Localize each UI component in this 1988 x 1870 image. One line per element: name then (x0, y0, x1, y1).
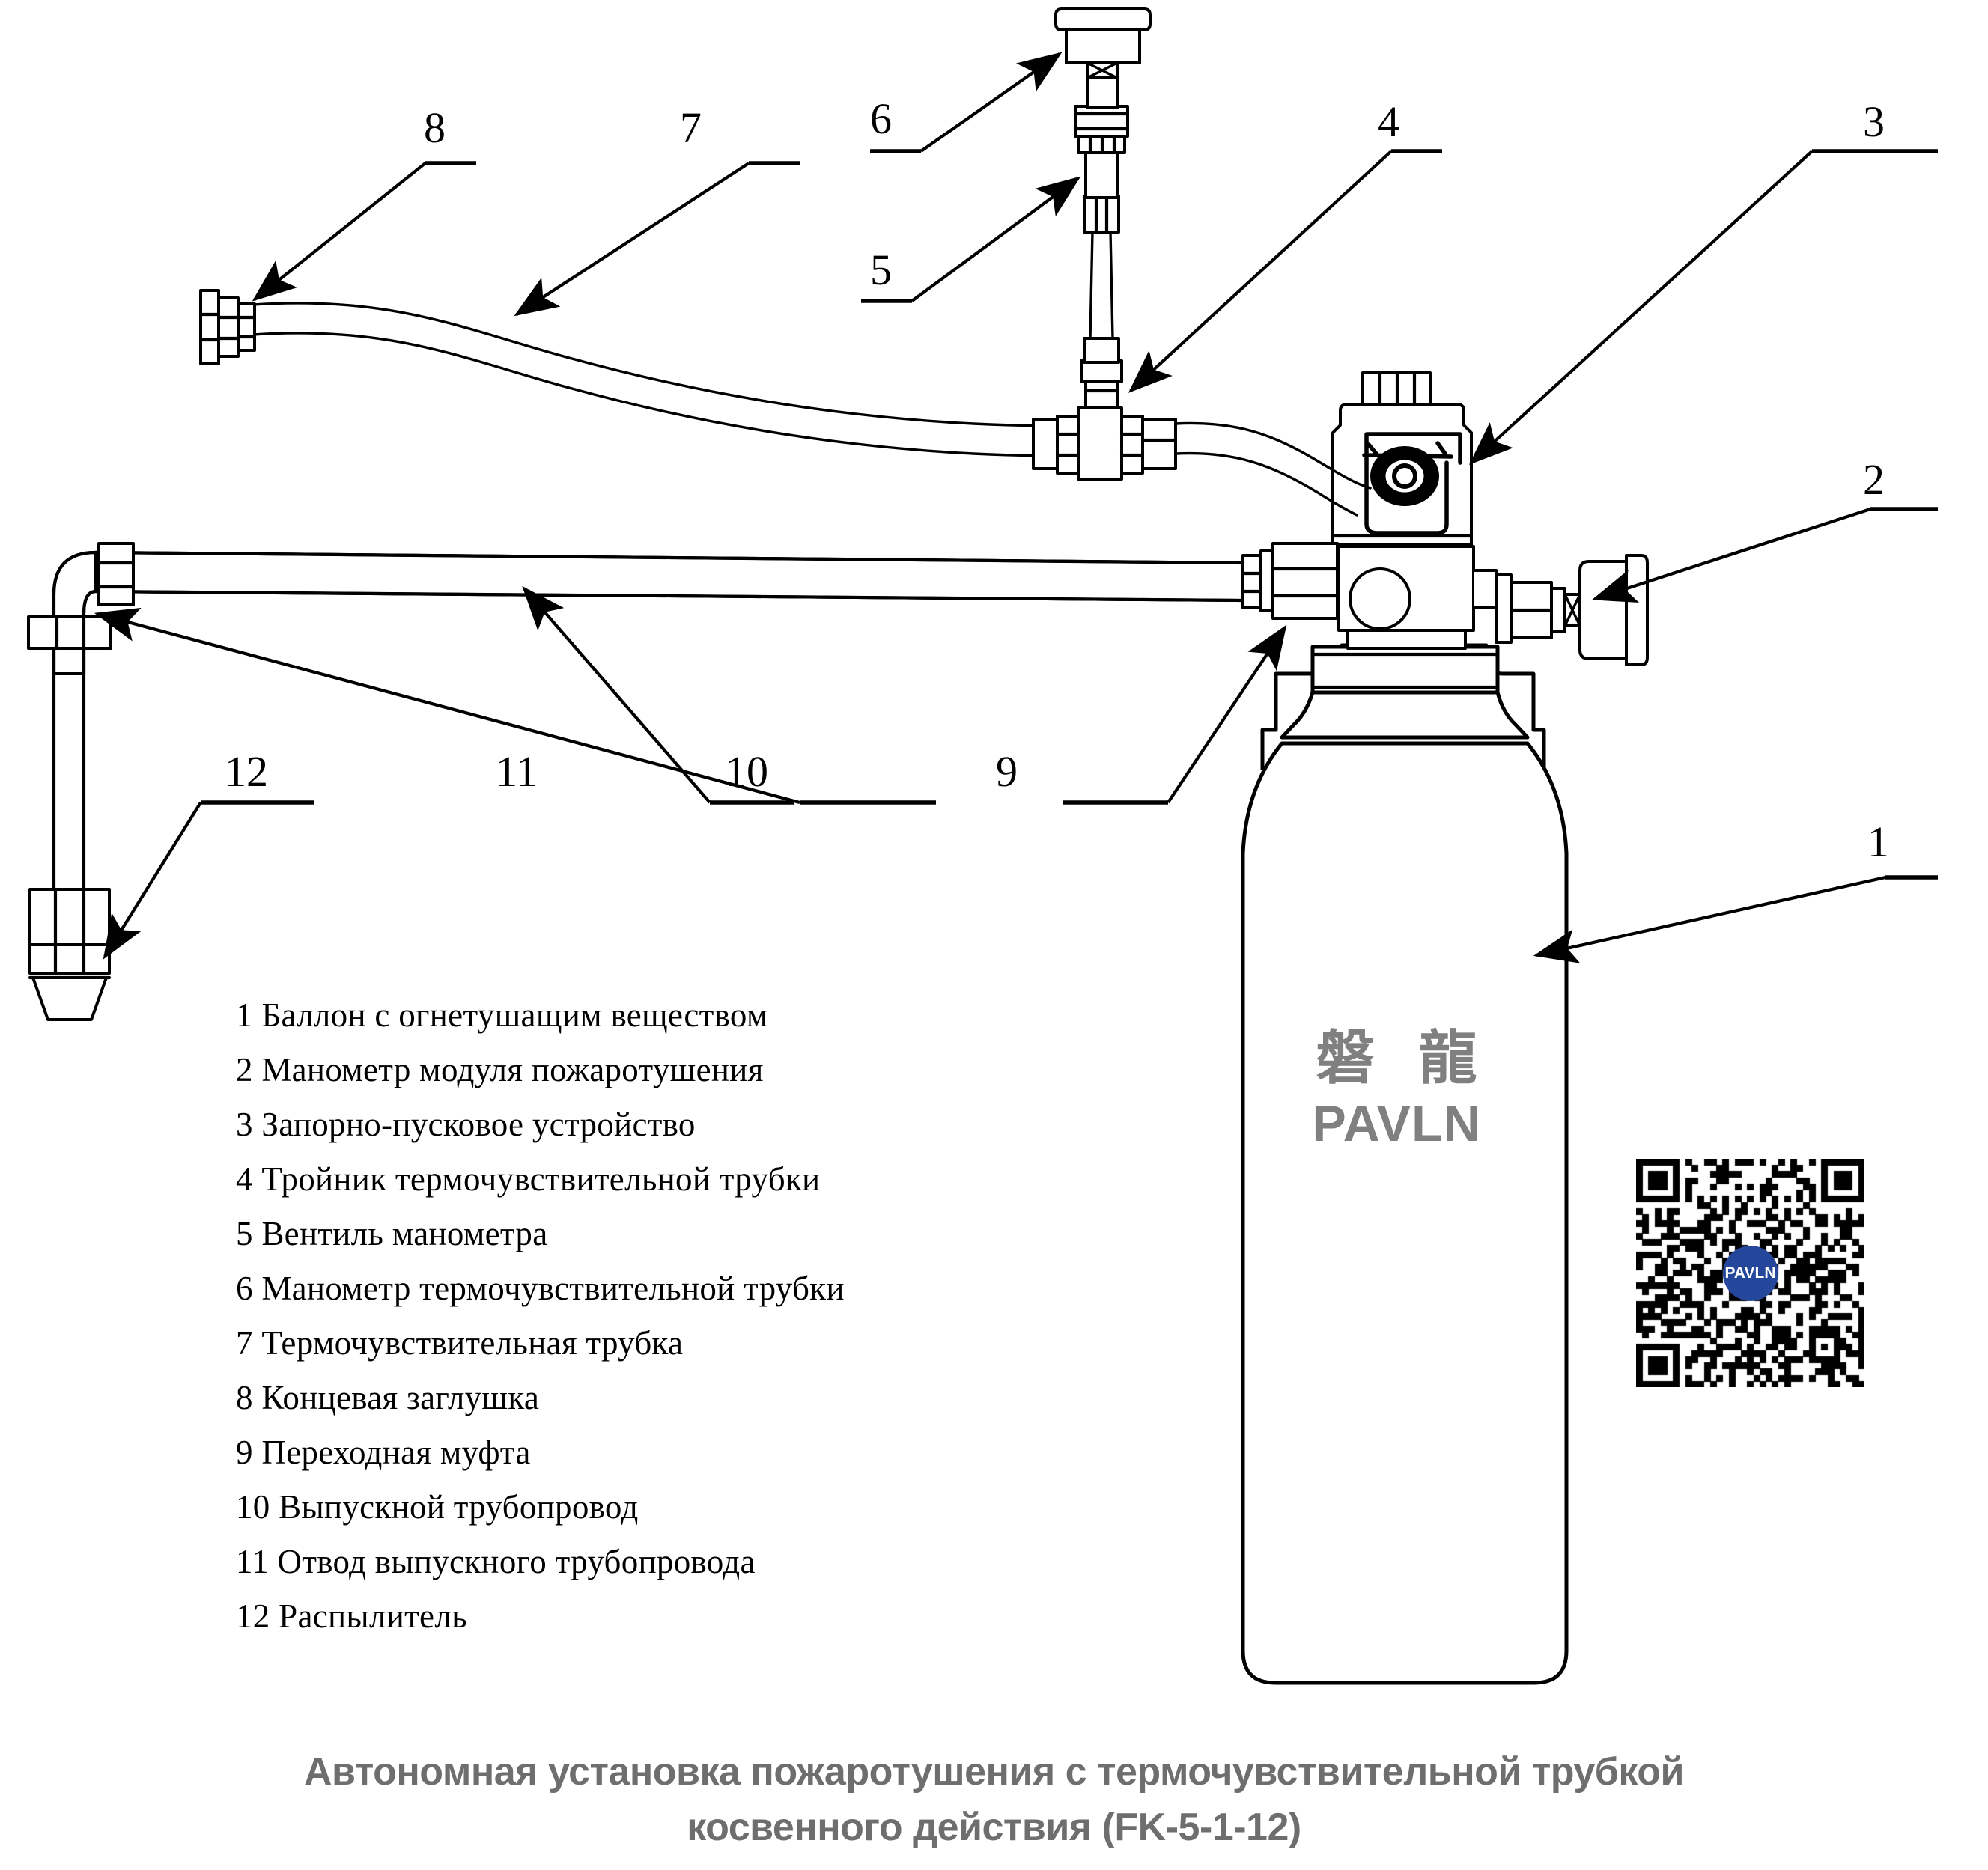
qr-center-logo: PAVLN (1722, 1245, 1778, 1301)
parts-legend: 1 Баллон с огнетушащим веществом 2 Маном… (236, 988, 1134, 1644)
sprinkler-nozzle (28, 887, 112, 1021)
callout-3: 3 (1863, 97, 1885, 146)
legend-item-5: 5 Вентиль манометра (236, 1215, 548, 1252)
valve-body-assembly (1316, 371, 1498, 650)
callout-11: 11 (496, 747, 538, 796)
end-cap (198, 289, 257, 365)
cylinder-body (1241, 643, 1569, 1685)
qr-code[interactable]: PAVLN (1636, 1159, 1864, 1387)
callout-1: 1 (1867, 817, 1889, 866)
logo-latin-text: PAVLN (1312, 1095, 1481, 1152)
figure-caption: Автономная установка пожаротушения с тер… (0, 1744, 1988, 1855)
legend-item-12: 12 Распылитель (236, 1598, 467, 1635)
logo-cjk-text: 磐 龍 (1316, 1025, 1489, 1092)
legend-item-4: 4 Тройник термочувствительной трубки (236, 1160, 821, 1198)
module-pressure-gauge (1495, 554, 1649, 666)
legend-item-1: 1 Баллон с огнетушащим веществом (236, 996, 768, 1034)
legend-item-10: 10 Выпускной трубопровод (236, 1488, 639, 1526)
legend-item-9: 9 Переходная муфта (236, 1434, 531, 1471)
callout-8: 8 (424, 103, 446, 152)
legend-item-3: 3 Запорно-пусковое устройство (236, 1106, 696, 1143)
callout-9: 9 (996, 747, 1018, 796)
callout-4: 4 (1378, 97, 1399, 146)
cylinder-brand-logo: 磐 龍 PAVLN (1273, 1027, 1520, 1153)
legend-item-2: 2 Манометр модуля пожаротушения (236, 1051, 764, 1088)
callout-2: 2 (1863, 455, 1885, 504)
caption-line-1: Автономная установка пожаротушения с тер… (304, 1750, 1684, 1794)
legend-item-7: 7 Термочувствительная трубка (236, 1324, 684, 1362)
thermo-sensing-tube (242, 302, 1372, 517)
callout-7: 7 (680, 103, 702, 152)
callout-6: 6 (870, 94, 892, 143)
tee-fitting (1032, 231, 1178, 481)
discharge-pipe-assembly (27, 542, 1340, 892)
callout-12: 12 (225, 747, 268, 796)
legend-item-8: 8 Концевая заглушка (236, 1379, 540, 1416)
thermo-gauge-stack (1054, 7, 1152, 234)
callout-10: 10 (725, 747, 768, 796)
legend-item-6: 6 Манометр термочувствительной трубки (236, 1270, 845, 1307)
leader-lines (94, 52, 1938, 963)
callout-5: 5 (870, 246, 892, 294)
caption-line-2: косвенного действия (FK-5-1-12) (687, 1806, 1301, 1849)
legend-item-11: 11 Отвод выпускного трубопровода (236, 1543, 756, 1580)
